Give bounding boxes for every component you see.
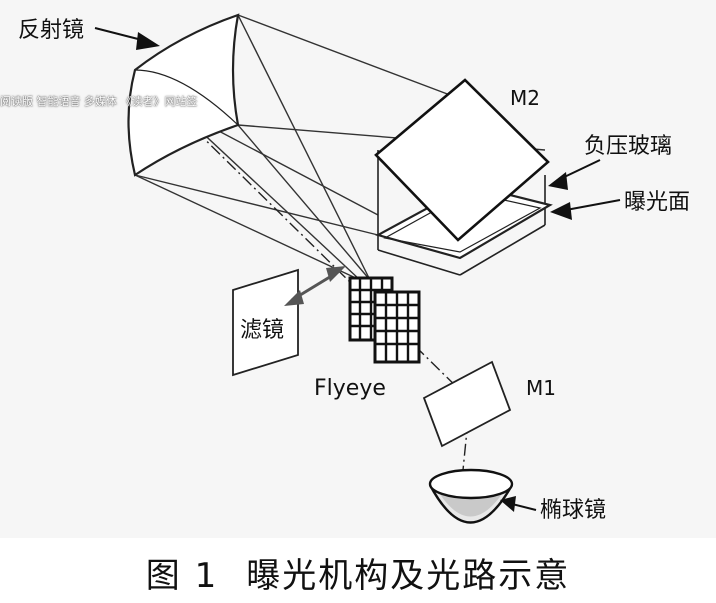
label-m2: M2 (510, 86, 540, 110)
filter-swap-arrow (284, 266, 346, 306)
diagram-canvas (94, 13, 621, 524)
figure-caption: 图 1 曝光机构及光路示意 (0, 548, 716, 597)
vacuum-glass-arrow (548, 159, 601, 190)
m1-mirror (422, 360, 512, 448)
label-exposure-surface: 曝光面 (624, 190, 691, 215)
exposure-surface-arrow (550, 199, 621, 220)
watermark-text: 阅读版 智能语音 多媒体 《读者》网站签 (0, 95, 198, 108)
label-m1: M1 (526, 376, 556, 400)
filter-plate (232, 268, 299, 377)
optical-axis (179, 114, 471, 481)
ellipsoidal-mirror (428, 468, 514, 524)
label-ellipsoidal-mirror: 椭球镜 (540, 498, 607, 523)
light-rays (134, 14, 546, 281)
label-reflector: 反射镜 (18, 18, 85, 43)
label-vacuum-glass: 负压玻璃 (584, 134, 673, 159)
figure-number: 图 1 (145, 556, 219, 596)
exposure-optics-diagram: 反射镜 M2 负压玻璃 曝光面 滤镜 Flyeye M1 椭球镜 阅读版 智能语… (0, 13, 691, 524)
ellipsoidal-mirror-arrow (500, 496, 537, 512)
reflector-arrow (94, 27, 160, 50)
flyeye-lens-array (348, 276, 421, 364)
m2-mirror (374, 78, 550, 242)
label-filter: 滤镜 (240, 318, 285, 343)
figure-title: 曝光机构及光路示意 (246, 556, 571, 596)
reflector-mirror (127, 13, 240, 177)
label-flyeye: Flyeye (314, 376, 386, 401)
